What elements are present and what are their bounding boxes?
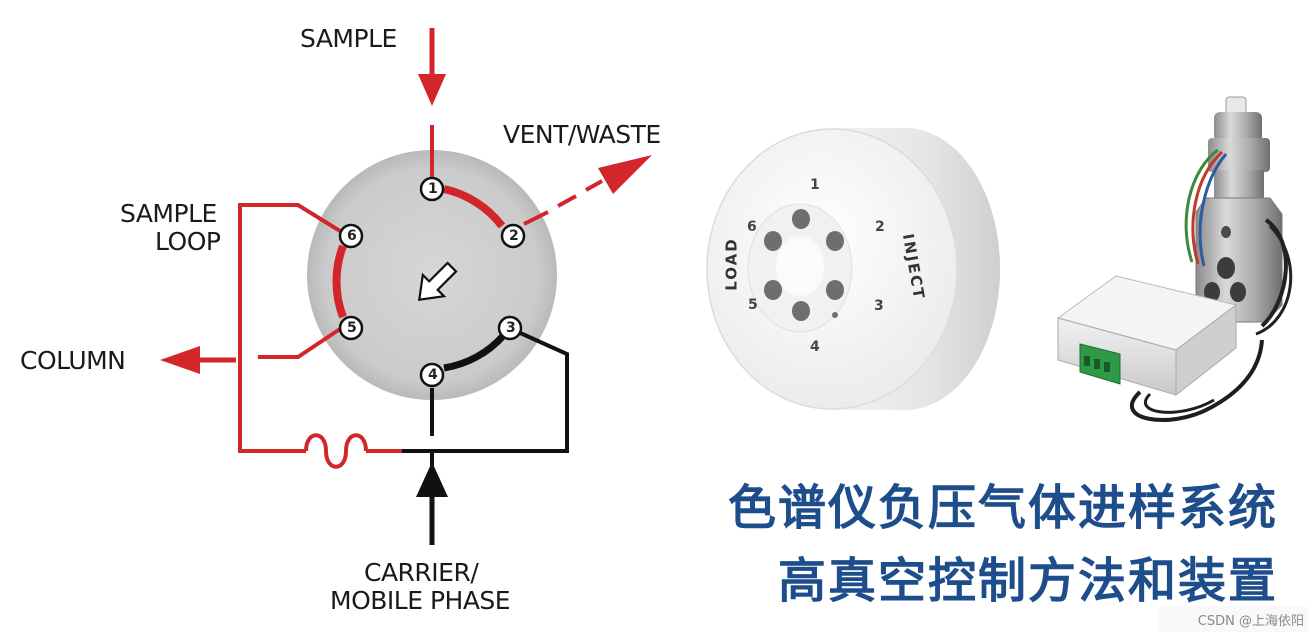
port-3-circle <box>497 315 523 341</box>
port-2-circle <box>500 223 526 249</box>
vent-waste-label: VENT/WASTE <box>503 120 661 149</box>
sample-inlet-arrow <box>418 28 446 106</box>
port-6-circle <box>338 223 364 249</box>
valve-schematic <box>160 28 652 545</box>
port-5-circle <box>338 315 364 341</box>
column-outlet-arrow <box>160 327 342 374</box>
carrier-label-line1: CARRIER/ <box>364 558 479 587</box>
rotor-port-1: 1 <box>810 177 820 193</box>
groove-port6-port5 <box>332 244 347 319</box>
title-line-2: 高真空控制方法和装置 <box>777 553 1278 609</box>
rotor-holes <box>764 209 844 321</box>
sample-label: SAMPLE <box>300 24 397 53</box>
groove-port1-port2 <box>443 185 506 229</box>
sample-loop-line <box>238 203 402 469</box>
sample-loop-label-line1: SAMPLE <box>120 199 217 228</box>
title-line-1: 色谱仪负压气体进样系统 <box>727 480 1278 536</box>
watermark: CSDN @上海依阳 <box>1197 614 1304 629</box>
rotor-port-2: 2 <box>875 219 885 235</box>
port-3-number: 3 <box>506 320 516 336</box>
port-1-circle <box>419 176 445 202</box>
rotation-arrow-icon <box>417 261 458 302</box>
column-label: COLUMN <box>20 346 126 375</box>
port-4-number: 4 <box>428 367 438 383</box>
vent-waste-arrow <box>523 155 652 226</box>
sample-loop-label-line2: LOOP <box>155 227 221 256</box>
port-2-number: 2 <box>509 228 519 244</box>
groove-port4-port3 <box>443 333 506 372</box>
carrier-label-line2: MOBILE PHASE <box>330 586 511 615</box>
port-4-circle <box>419 362 445 388</box>
rotor-photo <box>690 128 1010 425</box>
valve-actuator-photo <box>1056 96 1293 422</box>
carrier-inlet-arrow <box>416 462 448 545</box>
rotor-port-5: 5 <box>748 297 758 313</box>
port-circles <box>338 176 526 388</box>
rotor-port-4: 4 <box>810 339 820 355</box>
load-label: LOAD <box>722 237 741 291</box>
rotor-port-6: 6 <box>747 219 757 235</box>
port-5-number: 5 <box>347 320 357 336</box>
port-1-number: 1 <box>428 181 438 197</box>
rotor-port-3: 3 <box>874 298 884 314</box>
port-6-number: 6 <box>347 228 357 244</box>
